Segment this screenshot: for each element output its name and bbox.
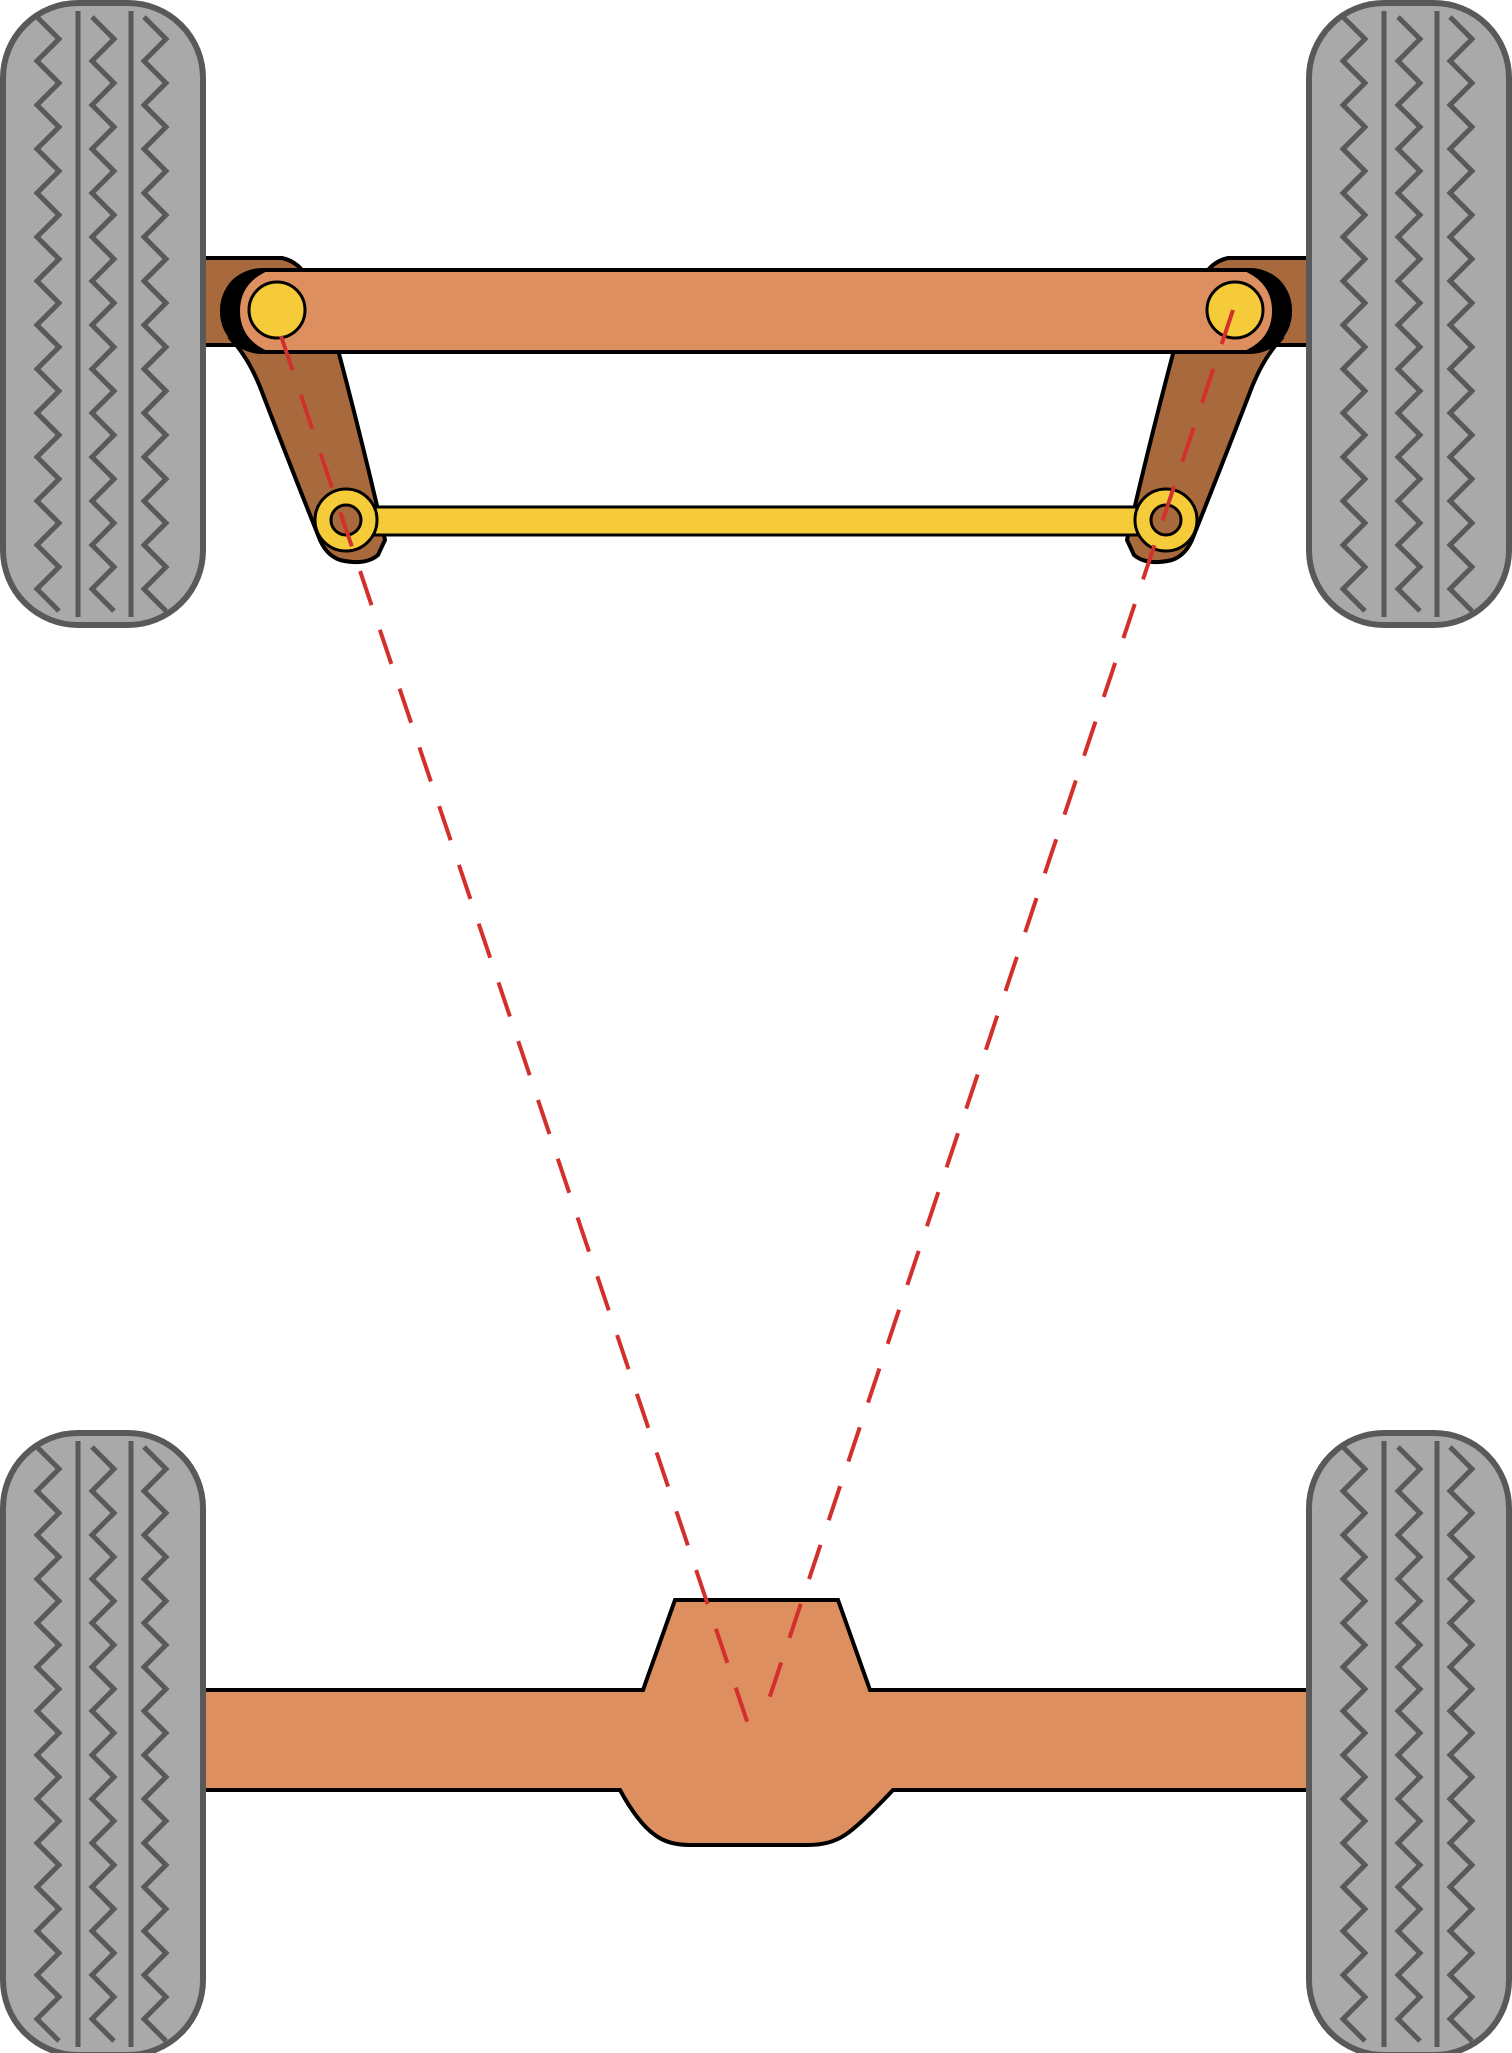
rear-axle-assembly — [198, 1598, 1314, 1847]
front-left-tire — [3, 3, 203, 625]
left-kingpin-pivot — [247, 280, 307, 340]
front-axle-left-shadow — [222, 270, 270, 352]
front-axle-assembly — [198, 256, 1312, 565]
rear-left-tire — [3, 1433, 203, 2053]
front-axle-beam — [220, 268, 1292, 354]
front-axle-right-shadow — [1242, 270, 1290, 352]
rear-right-tire — [1309, 1433, 1509, 2053]
rear-axle-with-differential — [198, 1598, 1314, 1847]
right-kingpin-pivot — [1205, 280, 1265, 340]
front-right-tire — [1309, 3, 1509, 625]
tie-rod — [343, 505, 1169, 537]
